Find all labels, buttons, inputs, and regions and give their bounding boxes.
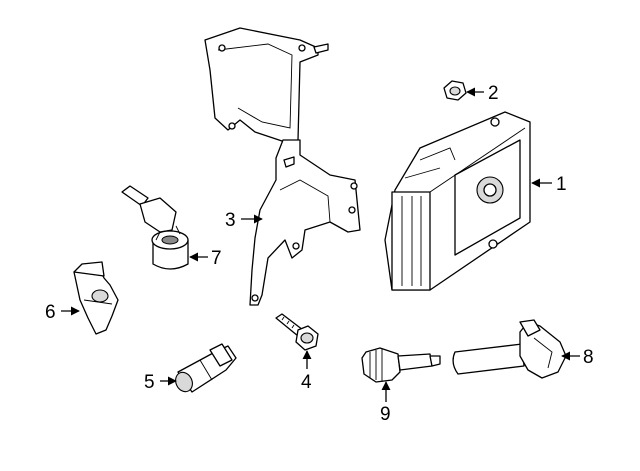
nut-part[interactable]	[443, 80, 467, 101]
camshaft-position-sensor-part[interactable]	[173, 343, 237, 394]
callout-4: 4	[301, 372, 312, 393]
bolt-part[interactable]	[275, 313, 319, 351]
knock-sensor-part[interactable]	[121, 185, 189, 270]
callout-2: 2	[488, 83, 499, 104]
callout-1: 1	[556, 174, 567, 195]
callout-5: 5	[144, 372, 155, 393]
callout-9: 9	[380, 404, 391, 425]
callout-3: 3	[225, 210, 236, 231]
callout-8: 8	[583, 347, 594, 368]
engine-control-module-part[interactable]	[384, 111, 531, 291]
callout-6: 6	[45, 302, 56, 323]
crankshaft-position-sensor-part[interactable]	[73, 261, 119, 335]
callout-7: 7	[211, 248, 222, 269]
mounting-bracket-part[interactable]	[204, 27, 361, 306]
ignition-coil-part[interactable]	[452, 319, 567, 379]
leader-lines	[61, 87, 580, 402]
spark-plug-part[interactable]	[361, 347, 441, 383]
callout-labels: 1 2 3 4 5 6 7 8 9	[45, 83, 594, 425]
